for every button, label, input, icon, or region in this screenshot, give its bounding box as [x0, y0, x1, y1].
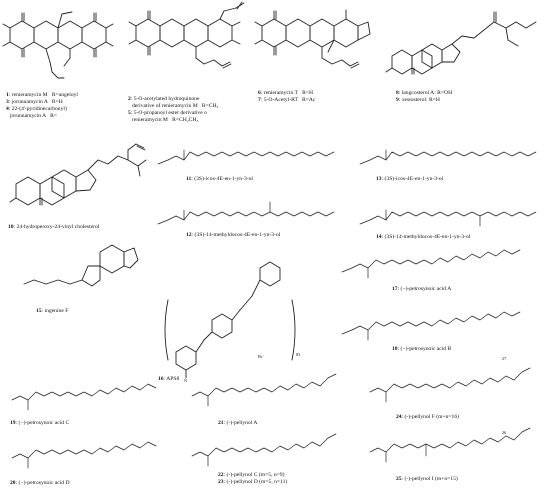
- label-compound-23: 23: (-)-pellynol D (m=5, n=11): [218, 479, 288, 485]
- label-compound-19: 19: (−)-petrosynoic acid C: [10, 420, 70, 426]
- tag-aps8-bromide: Br⁻: [258, 354, 265, 359]
- label-compound-16: 16: APS8: [158, 376, 180, 382]
- structure-pellynol-f: [369, 367, 531, 403]
- label-compound-4-cont: jorunnamycin A R=: [10, 113, 57, 119]
- label-compound-14: 14: (3S)-14-methyldocos-4E-en-1-yn-3-ol: [376, 234, 471, 240]
- label-compound-9: 9: xestosterol: R=H: [396, 97, 440, 103]
- label-compound-18: 18: (−)-petrosynoic acid B: [392, 346, 452, 352]
- label-compound-2: 2: 5-O-acetylated hydroquinone: [128, 96, 200, 102]
- structure-langcosterol: [385, 11, 537, 75]
- label-compound-20: 20: (−)-petrosynoic acid D: [10, 480, 70, 486]
- label-compound-4: 4: 22-(4'-pyridinecarbonyl): [6, 106, 67, 112]
- label-compound-17: 17: (−)-petrosynoic acid A: [392, 286, 452, 292]
- tag-aps8-nitrogen: N: [184, 378, 188, 383]
- tag-carbon-26: 26: [502, 430, 507, 435]
- label-compound-25: 25: (-)-pellynol I (m+n=15): [396, 476, 458, 482]
- structure-petrosynoic-acid-c: [11, 383, 157, 411]
- structure-pellynol-i: [369, 427, 531, 463]
- structure-aps8: [164, 261, 296, 379]
- structure-renieramycin-t: [254, 9, 371, 69]
- tag-carbon-27: 27: [502, 356, 507, 361]
- label-compound-2-cont: derivative of renieramycin M R=CH₃: [132, 103, 219, 109]
- label-compound-11: 11: (3S)-icos-4E-en-1-yn-3-ol: [186, 176, 253, 182]
- label-compound-5: 5: 5-O-propanoyl ester derivative o: [128, 110, 207, 116]
- structure-renieramycin-m: [2, 11, 114, 79]
- structure-petrosynoic-acid-a: [341, 249, 521, 279]
- label-compound-12: 12: (3S)-14-methyldocos-4E-en-1-yn-3-ol: [186, 232, 281, 238]
- structure-pellynol-c-d: [191, 433, 337, 467]
- label-compound-21: 21: (-)-pellynol A: [218, 420, 258, 426]
- structure-ingenine-f: [23, 244, 139, 287]
- structure-petrosynoic-acid-d: [11, 441, 157, 469]
- structure-methyldocosenynol-14: [359, 209, 537, 227]
- label-compound-5-cont: renieramycin M R=CH₂CH₃: [132, 117, 199, 123]
- label-compound-24: 24: (-)-pellynol F (m+n=16): [396, 414, 460, 420]
- structure-pellynol-a: [191, 373, 337, 407]
- structure-icosenynol-13: [359, 149, 537, 165]
- label-compound-6: 6: renieramycin T R=H: [258, 90, 313, 96]
- structure-petrosynoic-acid-b: [341, 311, 521, 341]
- structure-24-hydroperoxy-24-vinyl-cholesterol: [9, 143, 147, 206]
- structure-icosenynol-11: [157, 149, 335, 165]
- structure-5-o-acetylated-hydroquinone: [128, 1, 245, 69]
- label-compound-15: 15: ingenine F: [36, 308, 69, 314]
- tag-aps8-repeat: 83: [296, 352, 301, 357]
- label-compound-1: 1: renieramycin M R=angeloyl: [6, 92, 78, 98]
- label-compound-7: 7: 5-O-Acetyl-RT R=Ac: [258, 97, 316, 103]
- label-compound-10: 10: 24-hydroperoxy-24-vinyl cholesterol: [8, 224, 100, 230]
- structure-methyldocosenynol-12: [157, 201, 335, 225]
- label-compound-13: 13: (3S)-icos-4E-en-1-yn-3-ol: [376, 176, 444, 182]
- label-compound-22: 22: (-)-pellynol C (m=5, n=9): [218, 472, 285, 478]
- label-compound-3: 3: jorunnamycin A R=H: [6, 99, 63, 105]
- label-compound-8: 8: langcosterol A: R=OH: [396, 90, 453, 96]
